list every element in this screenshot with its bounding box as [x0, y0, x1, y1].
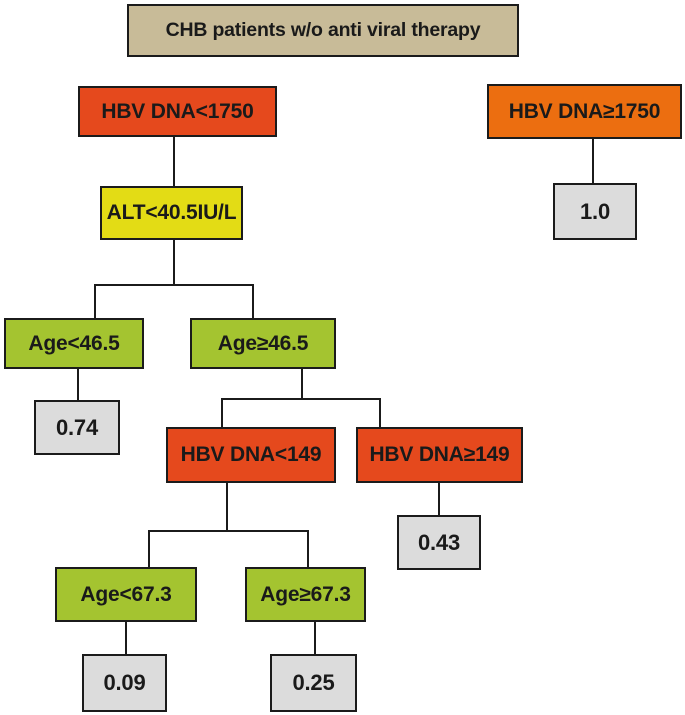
connector-alt-stem: [173, 240, 175, 284]
connector-age-ge-46-5-stem: [301, 369, 303, 398]
leaf-probability-1-0: 1.0: [553, 183, 637, 240]
node-age-lt-46-5: Age<46.5: [4, 318, 144, 369]
connector-alt-branch-bar: [94, 284, 254, 286]
leaf-probability-0-74: 0.74: [34, 400, 120, 455]
connector-hbv-ge-1750-to-leaf-1-0: [592, 139, 594, 183]
connector-bar-to-hbv-lt-149: [221, 398, 223, 427]
root-node-title: CHB patients w/o anti viral therapy: [127, 4, 519, 57]
connector-bar-to-age-lt-46-5: [94, 284, 96, 318]
connector-bar-to-age-ge-67-3: [307, 530, 309, 567]
connector-hbv-149-branch-bar: [221, 398, 381, 400]
leaf-probability-0-25: 0.25: [270, 654, 357, 712]
node-hbv-dna-ge-1750: HBV DNA≥1750: [487, 84, 682, 139]
node-hbv-dna-lt-149: HBV DNA<149: [166, 427, 336, 483]
connector-age-ge-67-3-to-leaf-0-25: [314, 622, 316, 654]
connector-age-67-branch-bar: [148, 530, 309, 532]
leaf-probability-0-09: 0.09: [82, 654, 167, 712]
connector-age-lt-67-3-to-leaf-0-09: [125, 622, 127, 654]
node-alt-lt-40-5: ALT<40.5IU/L: [100, 186, 243, 240]
connector-age-lt-46-5-to-leaf-0-74: [77, 369, 79, 400]
node-age-ge-67-3: Age≥67.3: [245, 567, 366, 622]
leaf-probability-0-43: 0.43: [397, 515, 481, 570]
node-hbv-dna-lt-1750: HBV DNA<1750: [78, 86, 277, 137]
connector-bar-to-hbv-ge-149: [379, 398, 381, 427]
connector-hbv-lt-149-stem: [226, 483, 228, 530]
node-age-ge-46-5: Age≥46.5: [190, 318, 336, 369]
connector-bar-to-age-lt-67-3: [148, 530, 150, 567]
node-hbv-dna-ge-149: HBV DNA≥149: [356, 427, 523, 483]
connector-bar-to-age-ge-46-5: [252, 284, 254, 318]
connector-hbv-lt-1750-to-alt: [173, 137, 175, 186]
node-age-lt-67-3: Age<67.3: [55, 567, 197, 622]
connector-hbv-ge-149-to-leaf-0-43: [438, 483, 440, 515]
